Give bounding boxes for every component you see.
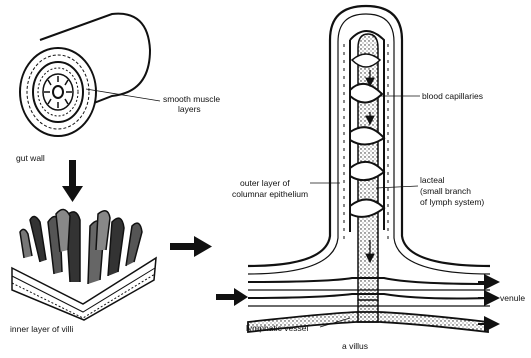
villus	[248, 6, 490, 332]
smooth-muscle-label: smooth muscle	[163, 94, 220, 104]
right-arrow-icon	[170, 236, 212, 257]
smooth-muscle-label-line2: layers	[178, 104, 201, 114]
lacteal-label-line2: (small branch	[420, 186, 471, 196]
lymphatic-vessel-label: lymphatic vessel	[246, 323, 308, 333]
gut-wall-label: gut wall	[16, 153, 45, 163]
venule-label: venule	[500, 293, 525, 303]
villus-caption: a villus	[342, 341, 368, 351]
villi-block	[12, 209, 156, 320]
gut-wall-cylinder	[20, 14, 150, 136]
lacteal-label-line3: of lymph system)	[420, 197, 484, 207]
inner-villi-label: inner layer of villi	[10, 324, 73, 334]
lacteal-label: lacteal	[420, 175, 445, 185]
inflow-arrow-icon	[216, 288, 248, 306]
lacteal-leader	[376, 186, 418, 188]
down-arrow-icon	[62, 160, 83, 202]
outer-layer-label-line2: columnar epithelium	[232, 189, 308, 199]
vessel-flow-arrows	[478, 282, 498, 324]
outer-layer-label: outer layer of	[240, 178, 290, 188]
blood-capillaries-label: blood capillaries	[422, 91, 483, 101]
